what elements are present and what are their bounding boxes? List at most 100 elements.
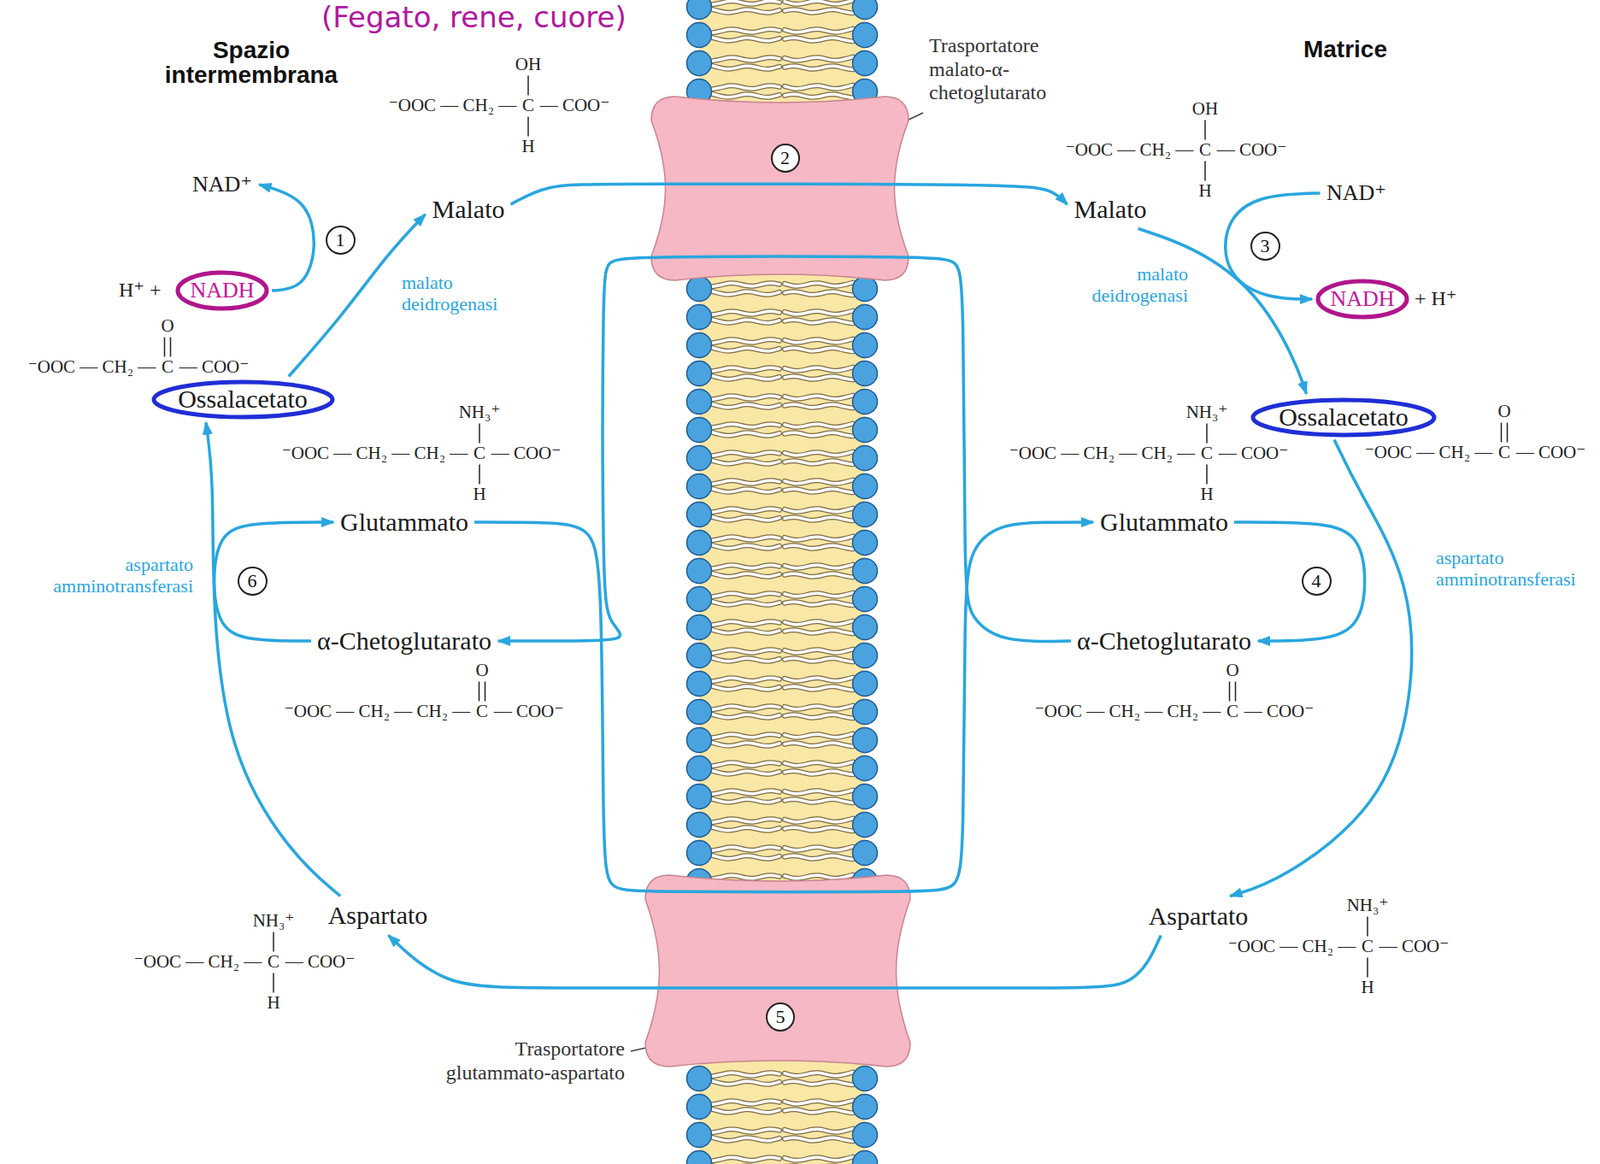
compartment-heading: Matrice: [1302, 36, 1389, 62]
metabolite: Aspartato: [1145, 900, 1253, 934]
lipid-head: [687, 474, 712, 500]
lipid-tail-outline: [784, 601, 853, 606]
lipid-tail: [711, 545, 780, 549]
transporter-outline: [651, 96, 909, 281]
lipid-tail: [784, 319, 853, 324]
chemical-bond: [1366, 958, 1369, 978]
lipid-tail-outline: [784, 677, 853, 682]
lipid-tail: [784, 1081, 853, 1085]
lipid-tail: [784, 1137, 853, 1142]
lipid-tail-outline: [711, 1157, 780, 1161]
lipid-tail-outline: [711, 0, 780, 5]
lipid-tail: [784, 0, 853, 5]
lipid-tail: [784, 423, 853, 428]
chemical-bond: [272, 932, 275, 953]
lipid-tail: [711, 1157, 780, 1161]
callout-number: 5: [765, 1002, 795, 1032]
ellipse-shape: [153, 382, 333, 418]
reaction-arrow: [214, 522, 334, 642]
lipid-tail-outline: [711, 686, 780, 690]
lipid-tail: [711, 480, 780, 484]
lipid-tail-outline: [784, 621, 853, 625]
lipid-tail: [784, 9, 853, 13]
lipid-tail-outline: [784, 404, 853, 408]
lipid-tail-outline: [784, 1137, 853, 1142]
lipid-tail: [711, 1137, 780, 1142]
metabolite: Malato: [429, 193, 509, 227]
lipid-tail-outline: [784, 0, 853, 5]
carbon-atom: C: [521, 95, 536, 116]
lipid-head: [852, 276, 878, 302]
lipid-tail-outline: [711, 742, 780, 747]
lipid-tail-outline: [711, 564, 780, 569]
substituent: H: [1198, 181, 1213, 201]
lipid-tail-outline: [784, 855, 853, 859]
lipid-tail-outline: [784, 770, 853, 775]
lipid-tail-outline: [784, 1109, 853, 1113]
lipid-tail: [784, 734, 853, 738]
lipid-tail-outline: [784, 460, 853, 465]
lipid-tail-outline: [784, 367, 853, 371]
lipid-tail-outline: [711, 677, 780, 682]
lipid-head: [852, 530, 878, 556]
lipid-tail-outline: [784, 452, 853, 456]
chemical-bond: [164, 337, 166, 358]
lipid-tail: [711, 818, 780, 823]
chemical-bond: [1205, 464, 1208, 485]
lipid-tail-outline: [784, 799, 853, 803]
lipid-tail-outline: [784, 649, 853, 653]
substituent: NH₃⁺: [1185, 402, 1229, 423]
metabolite: α-Chetoglutarato: [313, 624, 495, 659]
lipid-head: [852, 558, 878, 584]
lipid-tail: [711, 790, 780, 795]
lipid-tail-outline: [711, 649, 780, 653]
lipid-head: [852, 700, 878, 725]
lipid-head: [852, 615, 878, 641]
chemical-bond: [272, 973, 275, 994]
lipid-head: [852, 333, 878, 359]
lipid-tail: [784, 488, 853, 493]
formula-chain: — COO⁻: [493, 701, 565, 722]
formula-chain: ⁻OOC — CH₂ —: [1227, 936, 1357, 957]
lipid-head: [687, 276, 712, 302]
lipid-head: [687, 305, 712, 330]
formula-chain: ⁻OOC — CH₂ — CH₂ —: [1034, 701, 1222, 722]
lipid-tail-outline: [784, 714, 853, 718]
lipid-tail-outline: [711, 601, 780, 606]
node-text: Aspartato: [328, 900, 429, 931]
lipid-tail-outline: [711, 37, 780, 42]
lipid-tail-outline: [784, 65, 853, 70]
carbon-atom: C: [1225, 701, 1240, 722]
lipid-head: [687, 756, 712, 782]
reaction-arrow: [1234, 522, 1365, 642]
lipid-tail-outline: [711, 376, 780, 380]
lipid-tail-outline: [711, 762, 780, 766]
formula-chain: — COO⁻: [539, 95, 611, 116]
lipid-tail: [711, 311, 780, 315]
node-text: NAD⁺: [192, 171, 253, 198]
lipid-head: [852, 389, 878, 415]
lipid-head: [687, 530, 712, 556]
carbon-atom: C: [266, 952, 281, 972]
lipid-tail: [784, 855, 853, 859]
lipid-tail-outline: [784, 818, 853, 823]
lipid-tail-outline: [711, 855, 780, 859]
lipid-tail: [711, 1109, 780, 1113]
substituent: O: [1497, 401, 1512, 422]
lipid-tail: [784, 629, 853, 634]
lipid-tail: [711, 395, 780, 400]
lipid-tail: [711, 593, 780, 597]
lipid-tail: [784, 376, 853, 380]
lipid-tail: [784, 790, 853, 795]
lipid-tail: [784, 517, 853, 521]
lipid-tail-outline: [711, 367, 780, 371]
lipid-head: [687, 558, 712, 584]
chemical-bond: [1500, 423, 1503, 443]
lipid-tail: [711, 762, 780, 766]
lipid-tail: [711, 734, 780, 738]
callout-number: 6: [237, 566, 268, 596]
reaction-arrow: [1230, 440, 1412, 897]
lipid-tail: [784, 65, 853, 70]
lipid-tail-outline: [711, 621, 780, 625]
lipid-head: [852, 1094, 878, 1120]
